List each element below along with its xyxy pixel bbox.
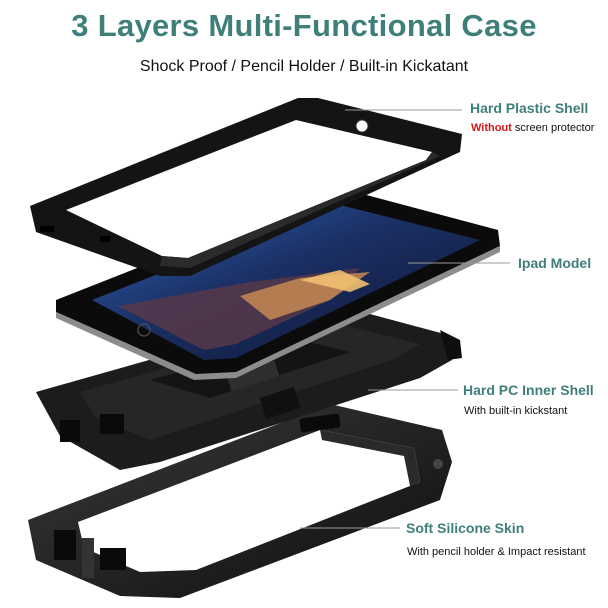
note-warning-word: Without bbox=[471, 122, 512, 134]
note-hard-pc-inner-shell: With built-in kickstant bbox=[464, 405, 568, 417]
label-hard-pc-inner-shell: Hard PC Inner Shell bbox=[463, 382, 594, 398]
page-subtitle: Shock Proof / Pencil Holder / Built-in K… bbox=[139, 58, 469, 75]
soft-silicone-skin bbox=[28, 404, 452, 598]
note-text: screen protector bbox=[511, 122, 595, 134]
label-hard-plastic-shell: Hard Plastic Shell bbox=[470, 100, 589, 116]
hard-plastic-shell bbox=[30, 98, 462, 276]
note-soft-silicone-skin: With pencil holder & Impact resistant bbox=[407, 546, 586, 558]
label-ipad-model: Ipad Model bbox=[518, 255, 592, 271]
note-hard-plastic-shell: Without screen protector bbox=[471, 122, 594, 134]
ipad-model bbox=[56, 188, 500, 380]
page-title: 3 Layers Multi-Functional Case bbox=[71, 8, 537, 43]
label-soft-silicone-skin: Soft Silicone Skin bbox=[406, 520, 525, 536]
